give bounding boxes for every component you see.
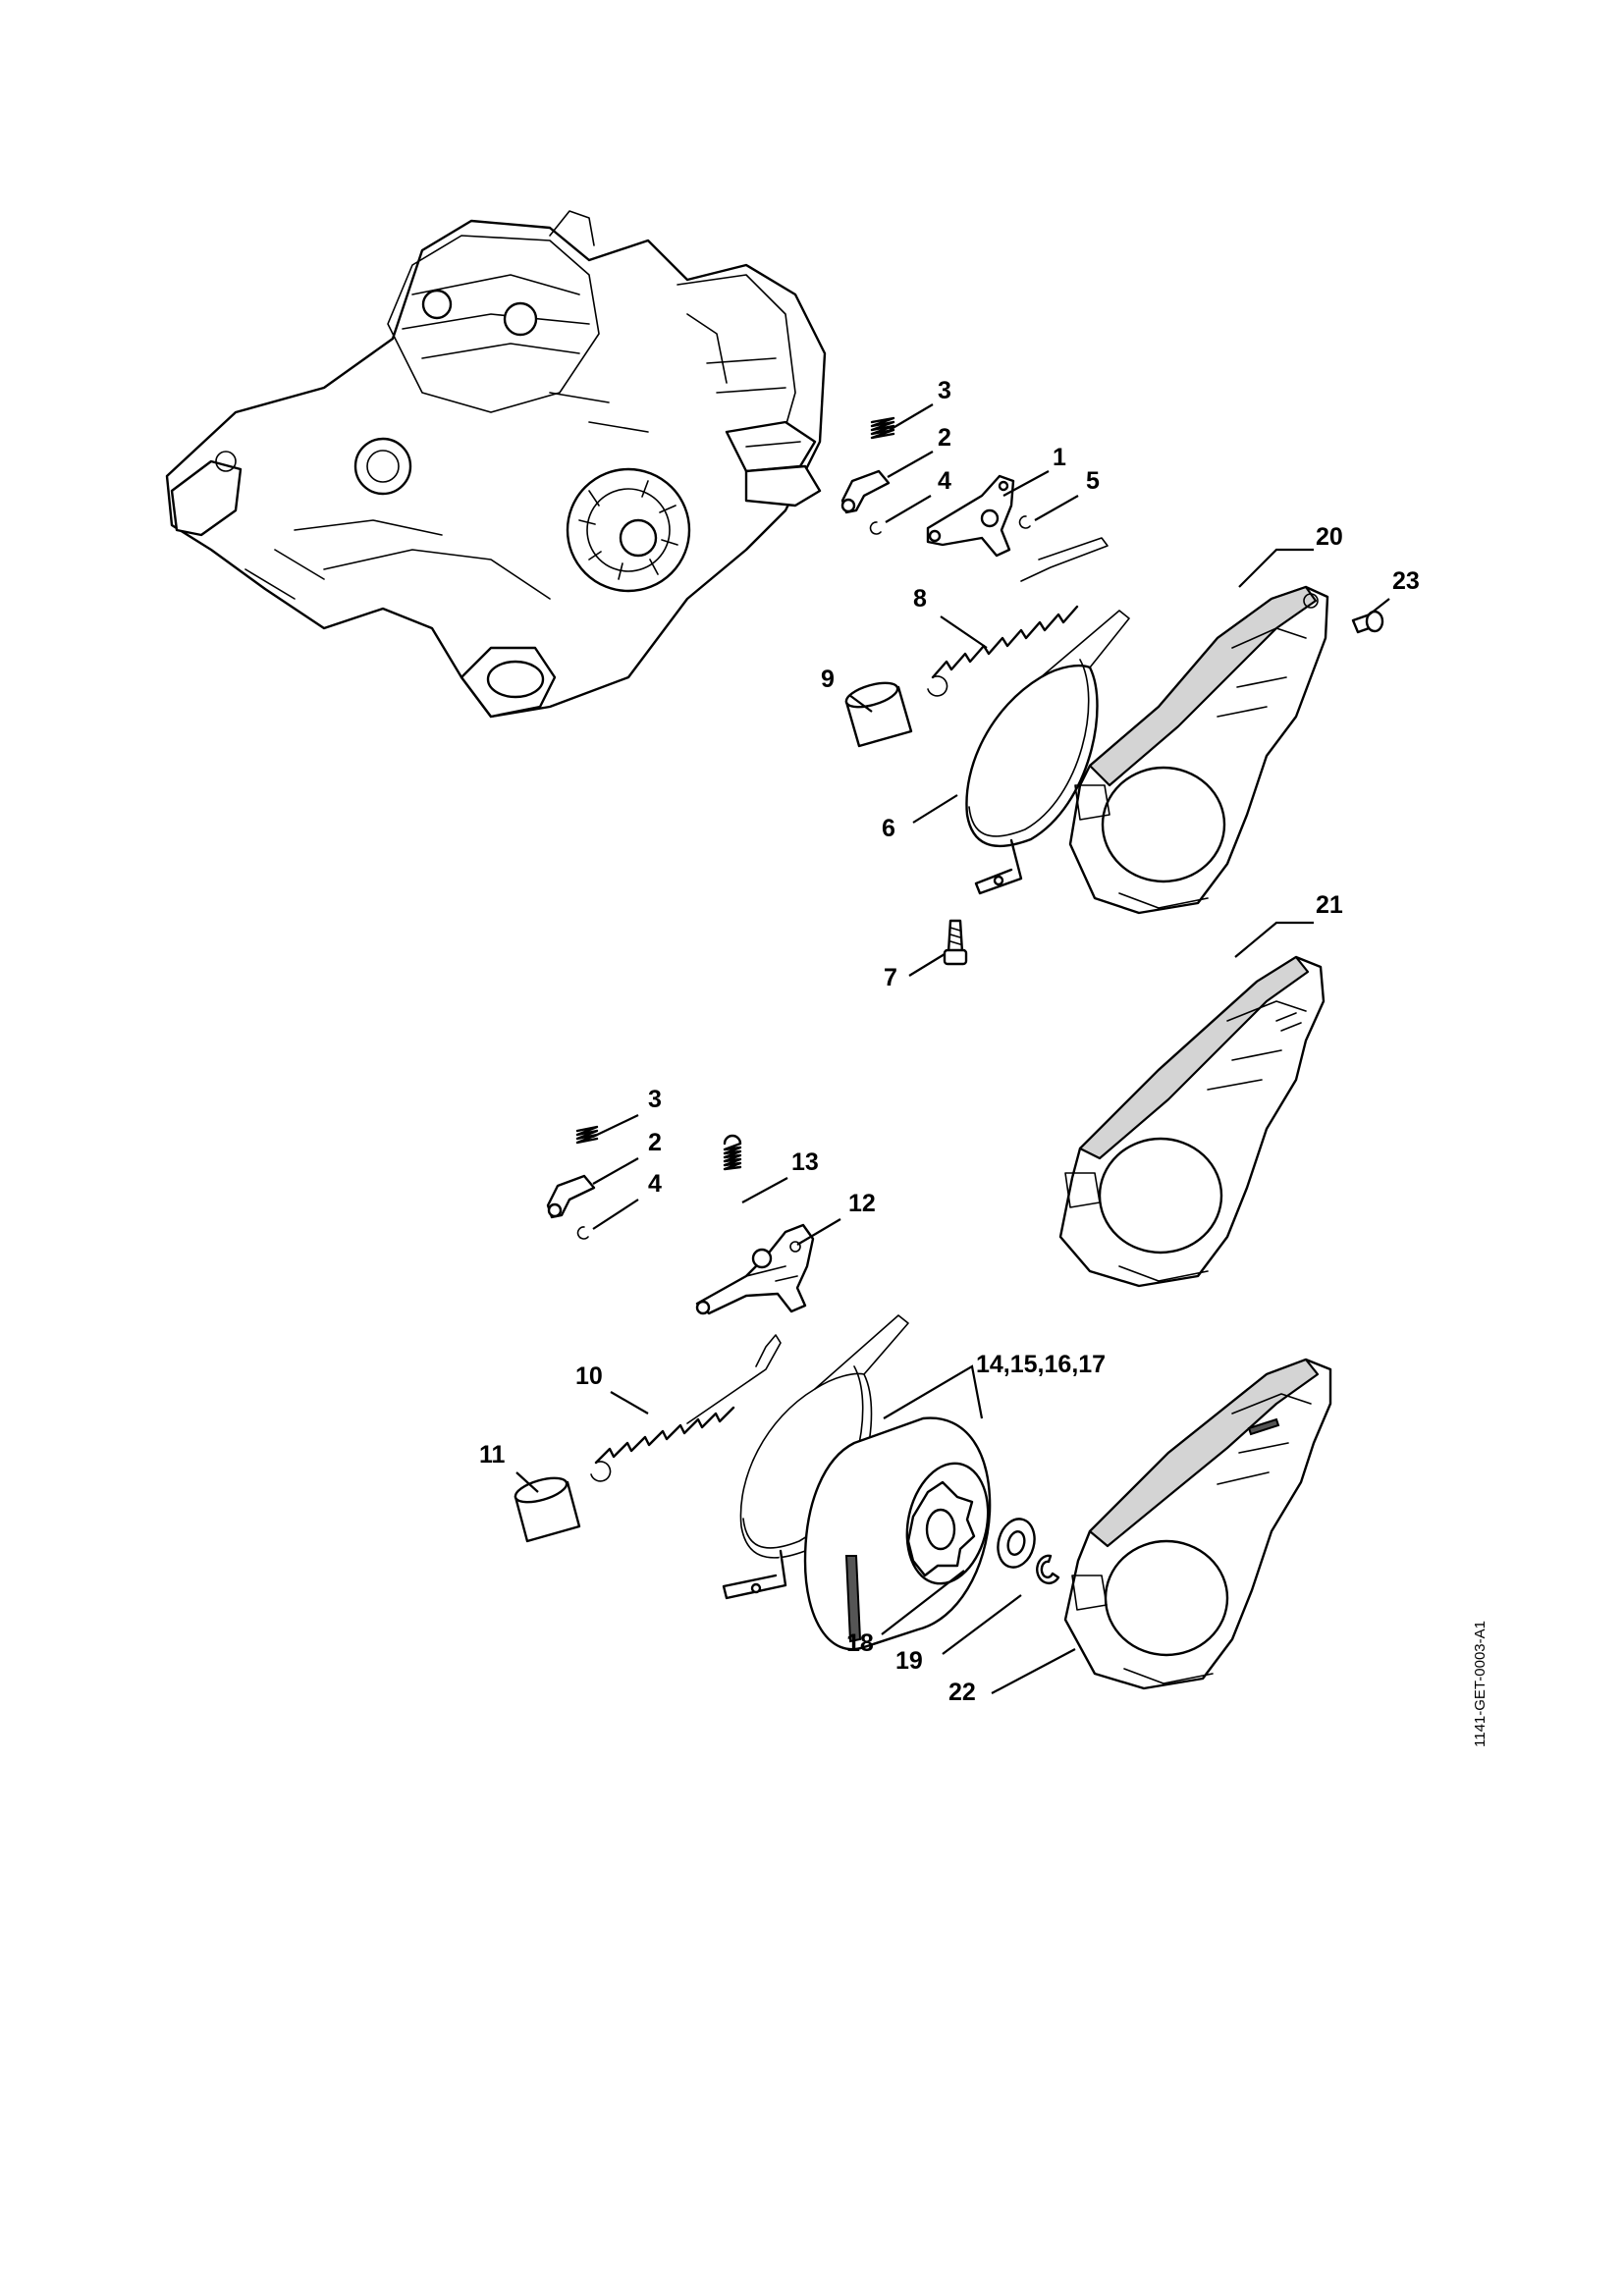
spring-part-3-lower: [575, 1125, 599, 1145]
callout-8: 8: [913, 585, 927, 613]
e-clip-part-19: [1036, 1554, 1060, 1584]
callout-13: 13: [791, 1148, 819, 1176]
lever-assembly-part-12: [695, 1223, 815, 1315]
callout-18: 18: [846, 1629, 874, 1657]
callout-labels: 3 2 4 1 5 8 9 6 7 20 23 21 3 2 4 13 12 1…: [479, 377, 1420, 1706]
callout-9: 9: [821, 666, 835, 693]
callout-7: 7: [884, 964, 897, 991]
callout-21: 21: [1316, 891, 1343, 919]
spring-part-8: [927, 537, 1109, 697]
sleeve-part-9: [844, 681, 913, 748]
callout-10: 10: [575, 1362, 603, 1390]
callout-6: 6: [882, 815, 895, 842]
callout-19: 19: [895, 1647, 923, 1675]
screw-part-7: [943, 919, 968, 966]
spring-part-3-upper: [870, 416, 895, 440]
spring-part-13: [723, 1134, 742, 1171]
callout-4-upper: 4: [938, 467, 951, 495]
sprocket-cover-part-21: [1058, 955, 1326, 1288]
clutch-drum-part-14-17: [803, 1416, 992, 1651]
callout-1: 1: [1053, 444, 1066, 471]
callout-23: 23: [1392, 567, 1420, 595]
washer-part-18: [997, 1518, 1036, 1569]
clip-part-5: [1018, 515, 1031, 529]
clip-part-4-lower: [576, 1226, 589, 1240]
callout-11: 11: [479, 1441, 506, 1468]
callout-4-lower: 4: [648, 1170, 662, 1198]
callout-22: 22: [948, 1679, 976, 1706]
drawing-reference-code: 1141-GET-0003-A1: [1472, 1621, 1489, 1747]
leader-lines: [515, 403, 1390, 1694]
callout-5: 5: [1086, 467, 1100, 495]
lever-part-2-upper: [840, 469, 891, 514]
lever-part-2-lower: [546, 1174, 596, 1219]
brake-band-part-6: [965, 610, 1130, 895]
callout-3-lower: 3: [648, 1086, 662, 1113]
sprocket-cover-part-22: [1063, 1358, 1332, 1690]
callout-14-15-16-17: 14,15,16,17: [976, 1351, 1106, 1378]
callout-20: 20: [1316, 523, 1343, 551]
sprocket-cover-part-20: [1068, 585, 1329, 915]
clip-part-4-upper: [869, 521, 882, 535]
spring-part-10: [590, 1334, 782, 1482]
engine-housing-illustration: [165, 210, 827, 719]
callout-2-lower: 2: [648, 1129, 662, 1156]
callout-2-upper: 2: [938, 424, 951, 452]
sleeve-part-11: [514, 1476, 581, 1543]
callout-12: 12: [848, 1190, 876, 1217]
callout-3-upper: 3: [938, 377, 951, 404]
bracket-part-1: [926, 474, 1015, 558]
